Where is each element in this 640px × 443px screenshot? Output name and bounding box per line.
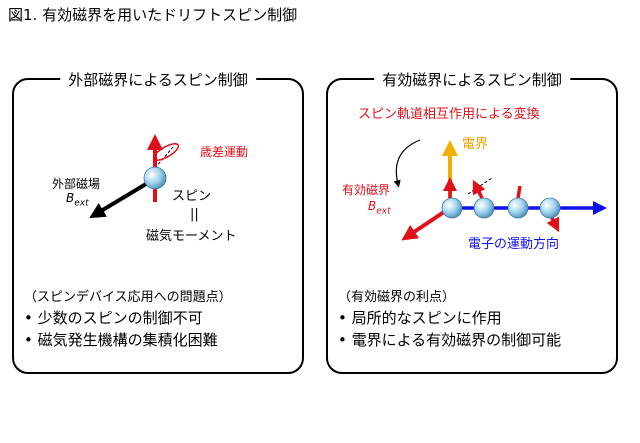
effective-field-label: 有効磁界 bbox=[342, 183, 391, 197]
list-item: • 磁気発生機構の集積化困難 bbox=[24, 331, 218, 349]
merits-heading: （有効磁界の利点） bbox=[338, 290, 456, 305]
precession-axis bbox=[154, 145, 175, 169]
conversion-arrow bbox=[393, 139, 421, 188]
list-item: • 少数のスピンの制御不可 bbox=[24, 309, 203, 327]
list-item: • 局所的なスピンに作用 bbox=[338, 309, 502, 327]
conversion-label: スピン軌道相互作用による変換 bbox=[358, 107, 540, 122]
issues-heading: （スピンデバイス応用への問題点） bbox=[24, 290, 232, 305]
list-item: • 電界による有効磁界の制御可能 bbox=[338, 331, 562, 349]
magnetic-moment-label: 磁気モーメント bbox=[146, 229, 237, 244]
issues-list: （スピンデバイス応用への問題点） • 少数のスピンの制御不可 • 磁気発生機構の… bbox=[24, 286, 232, 351]
external-field-panel: 外部磁界によるスピン制御 歳差運動 外部磁場 Bext スピン || bbox=[12, 69, 304, 374]
effective-field-panel: 有効磁界によるスピン制御 bbox=[326, 69, 618, 374]
b-ext-label: Bext bbox=[66, 191, 89, 209]
external-field-label: 外部磁場 bbox=[52, 177, 101, 191]
electron-sphere bbox=[507, 197, 529, 219]
electron-sphere bbox=[539, 197, 561, 219]
external-field-arrow bbox=[89, 182, 148, 219]
b-ext-label: Bext bbox=[368, 199, 391, 217]
motion-direction-label: 電子の運動方向 bbox=[468, 237, 560, 252]
external-field-illustration bbox=[89, 134, 180, 219]
merits-list: （有効磁界の利点） • 局所的なスピンに作用 • 電界による有効磁界の制御可能 bbox=[338, 286, 561, 351]
figure-title: 図1. 有効磁界を用いたドリフトスピン制御 bbox=[8, 6, 298, 24]
effective-field-illustration bbox=[393, 139, 607, 241]
electron-sphere bbox=[441, 197, 463, 219]
electric-field-label: 電界 bbox=[462, 137, 489, 152]
electron-sphere bbox=[473, 197, 495, 219]
electron-sphere bbox=[143, 166, 167, 190]
precession-label: 歳差運動 bbox=[200, 145, 249, 159]
panel-title-effective: 有効磁界によるスピン制御 bbox=[374, 69, 570, 90]
equiv-label: || bbox=[190, 207, 199, 222]
panel-title-external: 外部磁界によるスピン制御 bbox=[60, 69, 256, 90]
spin-chain bbox=[441, 177, 561, 233]
spin-label: スピン bbox=[172, 189, 212, 204]
